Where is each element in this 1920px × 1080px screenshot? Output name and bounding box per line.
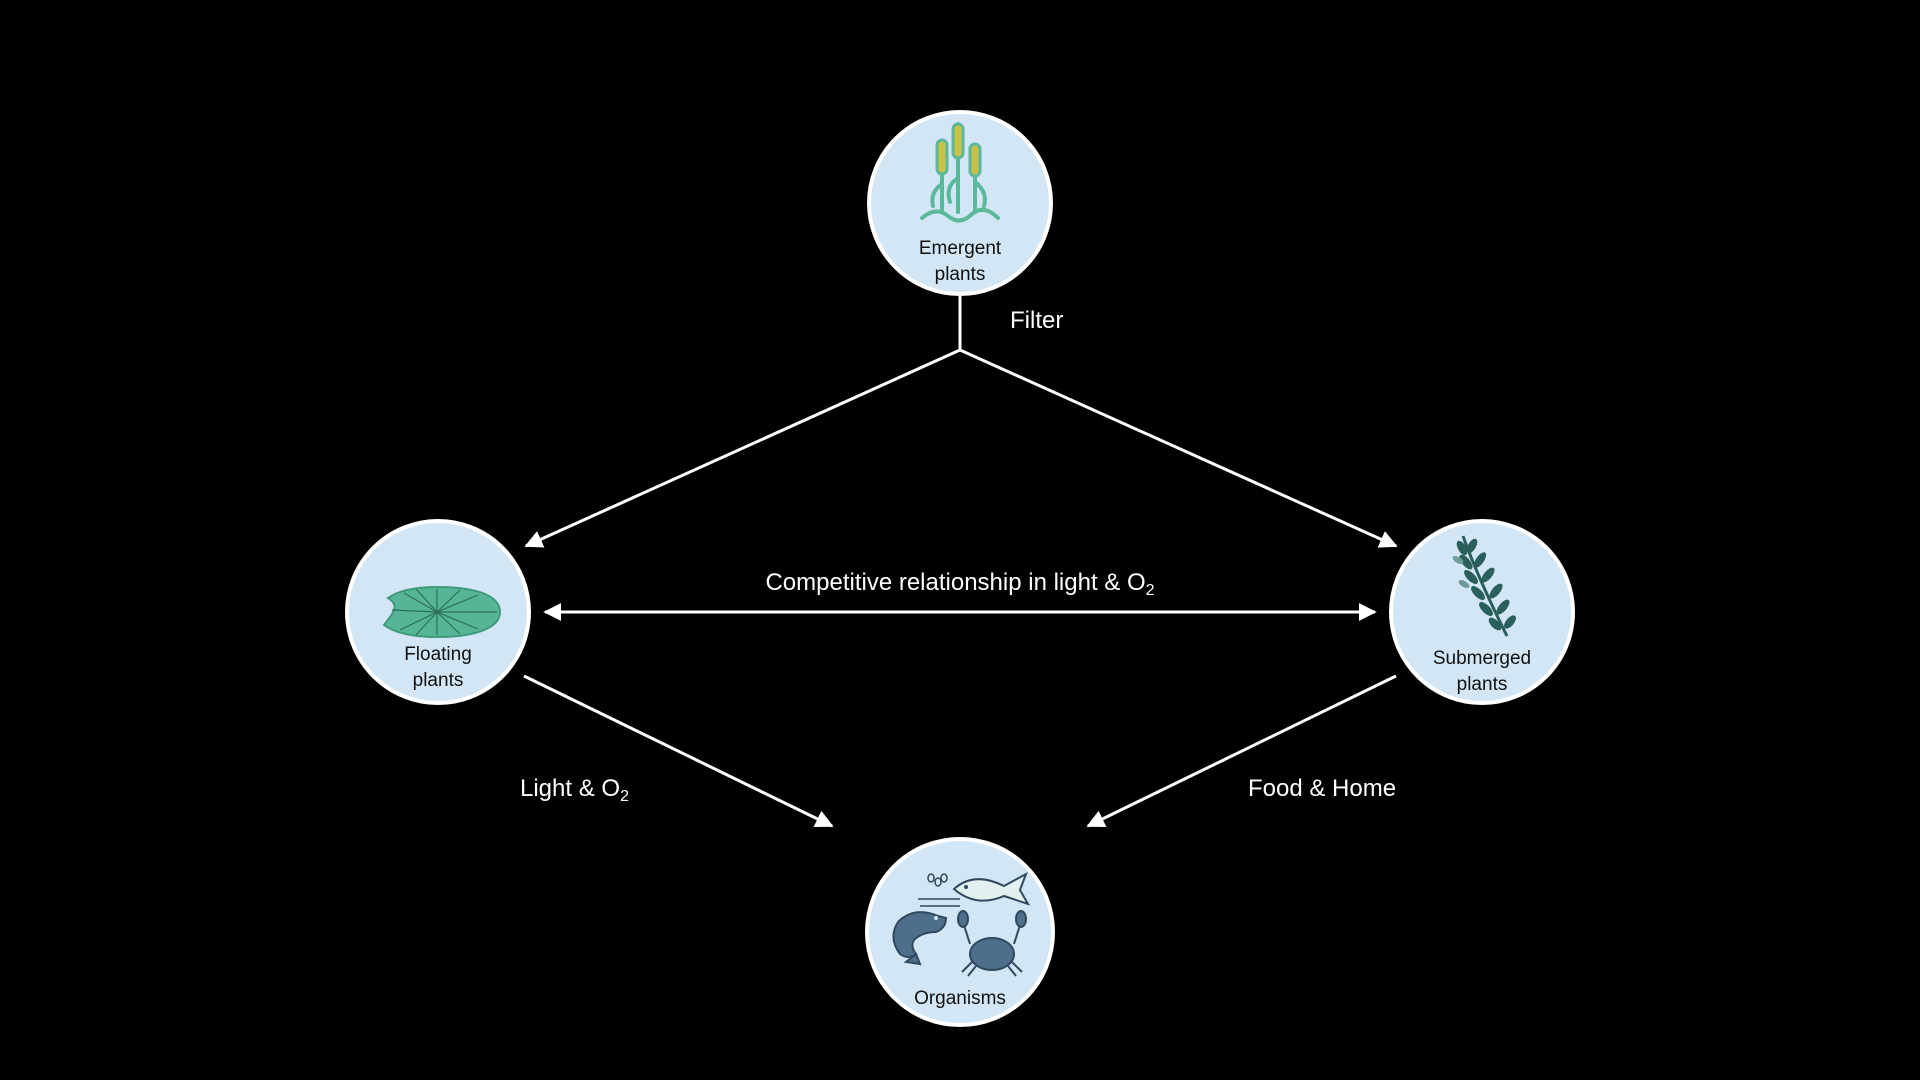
floating-label-line1: Floating xyxy=(404,644,472,665)
competitive-label-subscript: 2 xyxy=(1146,582,1155,599)
competitive-label-text: Competitive relationship in light & O xyxy=(765,569,1145,596)
filter-label: Filter xyxy=(1010,307,1063,334)
cattail-reed-icon xyxy=(920,122,1000,223)
floating-label-line2: plants xyxy=(413,670,464,691)
food-home-label: Food & Home xyxy=(1248,775,1396,802)
light-label-subscript: 2 xyxy=(620,788,629,805)
node-submerged-plants: Submerged plants xyxy=(1389,519,1575,705)
light-label: Light & O2 xyxy=(520,775,629,805)
submerged-circle xyxy=(1389,519,1575,705)
arrow-submerged-to-organisms xyxy=(1086,674,1397,828)
lily-pad-icon xyxy=(382,585,502,639)
organisms-label: Organisms xyxy=(914,988,1006,1009)
node-organisms: Organisms xyxy=(865,837,1055,1027)
node-emergent-plants: Emergent plants xyxy=(867,110,1053,296)
waterweed-sprig-icon xyxy=(1452,535,1516,637)
arrow-emergent-to-floating xyxy=(524,348,961,548)
emergent-label-line2: plants xyxy=(935,264,986,285)
arrow-emergent-to-submerged xyxy=(959,348,1398,548)
crab-icon xyxy=(969,937,1015,971)
competitive-label: Competitive relationship in light & O2 xyxy=(765,569,1154,599)
node-floating-plants: Floating plants xyxy=(345,519,531,705)
aquatic-animals-icon xyxy=(892,871,1031,977)
arrow-floating-to-organisms xyxy=(523,674,834,828)
connectors xyxy=(523,296,1398,828)
emergent-label-line1: Emergent xyxy=(919,238,1002,259)
submerged-label-line1: Submerged xyxy=(1433,648,1531,669)
light-label-text: Light & O xyxy=(520,775,620,802)
fish-icon xyxy=(952,871,1031,906)
submerged-label-line2: plants xyxy=(1457,674,1508,695)
